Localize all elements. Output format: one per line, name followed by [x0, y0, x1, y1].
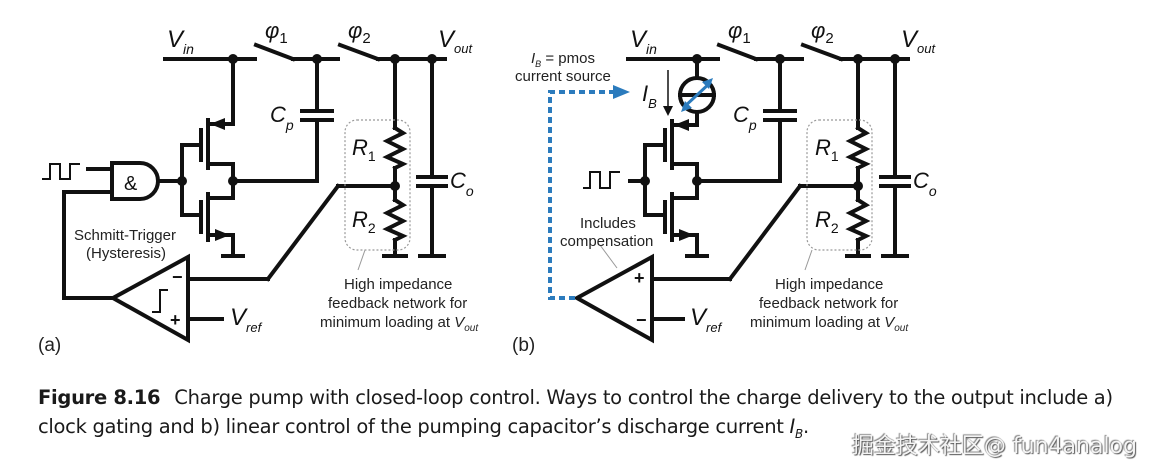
comparator-plus: + [170, 310, 181, 330]
switch-phi2 [337, 42, 381, 62]
compensation-label-line2: compensation [560, 233, 653, 250]
comparator-minus: − [172, 267, 183, 287]
panel-a-tag: (a) [38, 335, 61, 356]
control-arrow-icon [613, 85, 630, 99]
panel-a: Vin φ1 φ2 Vout Cp Co R1 R2 Vref & − + Sc… [38, 18, 479, 356]
feedback-note-line3: minimum loading at Vout [320, 314, 479, 334]
feedback-note-line2: feedback network for [759, 295, 898, 312]
resistor-r2 [382, 197, 408, 243]
vin-label: Vin [167, 26, 194, 57]
pmos-arrow [210, 118, 225, 130]
feedback-note-line1: High impedance [344, 276, 452, 293]
compensation-label-line1: Includes [580, 215, 636, 232]
r1-label: R1 [815, 135, 839, 164]
ib-label: IB [642, 81, 657, 111]
r1-label: R1 [352, 135, 376, 164]
feedback-network-box [344, 119, 411, 251]
current-subscript: B [795, 426, 803, 441]
hysteresis-label: (Hysteresis) [86, 245, 166, 262]
clock-icon [42, 163, 80, 180]
panel-b-tag: (b) [512, 335, 535, 356]
co-label: Co [450, 168, 474, 199]
schmitt-label: Schmitt-Trigger [74, 227, 176, 244]
switch-phi2 [800, 42, 844, 62]
and-symbol: & [124, 173, 138, 195]
vout-label: Vout [901, 26, 936, 56]
vout-label: Vout [438, 26, 473, 56]
phi1-label: φ1 [728, 18, 751, 47]
watermark: 掘金技术社区@ fun4analog [851, 434, 1137, 459]
vin-label: Vin [630, 26, 657, 57]
cp-label: Cp [733, 102, 757, 133]
ib-note-line1: IB = pmos [531, 50, 595, 69]
error-amplifier [572, 253, 654, 344]
resistor-r2 [845, 197, 871, 243]
switch-phi1 [716, 42, 759, 62]
switch-phi1 [253, 42, 296, 62]
phi2-label: φ2 [348, 18, 371, 47]
schmitt-comparator [108, 253, 190, 344]
feedback-note-line2: feedback network for [328, 295, 467, 312]
cp-label: Cp [270, 102, 294, 133]
feedback-note-line1: High impedance [775, 276, 883, 293]
panel-b: Vin φ1 φ2 Vout Cp Co R1 R2 Vref IB IB = … [512, 18, 937, 356]
caption-end: . [802, 415, 809, 438]
hysteresis-icon [152, 289, 168, 313]
current-symbol: I [789, 415, 796, 438]
r2-label: R2 [352, 207, 376, 236]
feedback-note-line3: minimum loading at Vout [750, 314, 909, 334]
charge-pump-diagram: Vin φ1 φ2 Vout Cp Co R1 R2 Vref & − + Sc… [38, 18, 937, 356]
figure-number: Figure 8.16 [38, 386, 161, 409]
resistor-r1 [382, 125, 408, 171]
amp-minus: − [636, 310, 647, 330]
phi1-label: φ1 [265, 18, 288, 47]
ib-note-line2: current source [515, 68, 611, 85]
amp-plus: + [634, 268, 645, 288]
co-label: Co [913, 168, 937, 199]
r2-label: R2 [815, 207, 839, 236]
resistor-r1 [845, 125, 871, 171]
caption-text: Charge pump with closed-loop control. Wa… [38, 386, 1113, 438]
phi2-label: φ2 [811, 18, 834, 47]
feedback-network-box [806, 119, 873, 251]
vref-label: Vref [690, 304, 723, 335]
clock-icon [583, 171, 620, 189]
vref-label: Vref [230, 304, 263, 335]
nmos-arrow [215, 229, 230, 241]
control-loop-dashed [548, 90, 615, 300]
